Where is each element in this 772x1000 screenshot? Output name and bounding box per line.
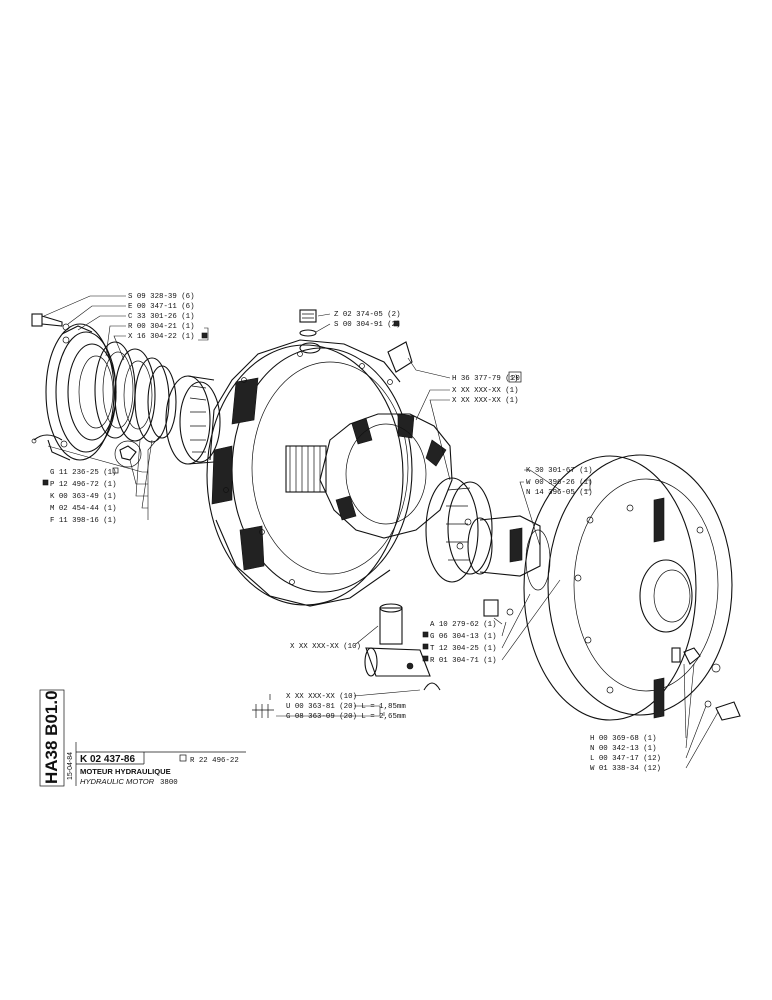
main-housing: [206, 339, 413, 607]
right-end-cover: [523, 454, 733, 721]
snap-ring-detail: [114, 440, 142, 468]
top-plug: [299, 309, 317, 337]
part-label: R 00 304-21 (1): [128, 323, 195, 331]
part-label: X XX XXX-XX (1): [452, 387, 519, 395]
part-label: G 08 363-09 (20) L = 2,65mm: [286, 713, 406, 721]
part-label: H 00 369-68 (1): [590, 735, 657, 743]
replacement-marker: [422, 655, 429, 662]
title-english: HYDRAULIC MOTOR: [80, 777, 155, 786]
cover-fittings: [671, 647, 721, 673]
left-end-cover: [45, 323, 117, 461]
part-label: X XX XXX-XX (1): [452, 397, 519, 405]
part-label: F 11 398-16 (1): [50, 517, 117, 525]
part-label: R 01 304-71 (1): [430, 657, 497, 665]
part-label: Z 02 374-05 (2): [334, 311, 401, 319]
drawing-number: K 02 437-86: [80, 754, 135, 765]
part-label: W 00 396-26 (1): [526, 479, 593, 487]
cam-rotor: [319, 413, 453, 539]
part-label: A 10 279-62 (1): [430, 621, 497, 629]
title-block: HA38 B01.0 15-04-84 K 02 437-86 R 22 496…: [39, 689, 246, 787]
replacement-marker: [42, 479, 49, 486]
part-label: T 12 304-25 (1): [430, 645, 497, 653]
part-label: X XX XXX-XX (10): [286, 693, 357, 701]
replacement-marker: [422, 631, 429, 638]
circlip: [31, 434, 63, 444]
retaining-screw: [31, 313, 63, 327]
side-code-frame: [39, 689, 65, 787]
part-label: S 09 328-39 (6): [128, 293, 195, 301]
side-code: HA38 B01.0: [42, 690, 61, 784]
open-marker: [179, 754, 187, 762]
part-label: C 33 301-26 (1): [128, 313, 195, 321]
retaining-clip: [387, 341, 413, 373]
title-french: MOTEUR HYDRAULIQUE: [80, 767, 171, 776]
part-label: N 00 342-13 (1): [590, 745, 657, 753]
leader-lines: [43, 295, 719, 769]
part-label: K 00 363-49 (1): [50, 493, 117, 501]
part-label: E 00 347-11 (6): [128, 303, 195, 311]
label-group-right-mid: H 36 377-79 (1) 20 X XX XXX-XX (1) X XX …: [452, 371, 522, 405]
model-number: 3800: [160, 779, 178, 787]
part-label: S 00 304-91 (2): [334, 321, 401, 329]
drive-hub: [456, 515, 541, 577]
badge-number: 20: [511, 375, 520, 383]
part-label: K 30 301-67 (1): [526, 467, 593, 475]
piston-valve: [364, 603, 441, 691]
part-label: X 16 304-22 (1): [128, 333, 195, 341]
replacement-marker: [422, 643, 429, 650]
part-label: N 14 396-05 (1): [526, 489, 593, 497]
tapered-roller-bearing-right: [425, 477, 493, 583]
part-label: M 02 454-44 (1): [50, 505, 117, 513]
label-group-right-upper: K 30 301-67 (1) W 00 396-26 (1) N 14 396…: [526, 467, 593, 497]
cover-bolt: [704, 700, 741, 721]
seal-rings-left: [94, 341, 177, 443]
check-valve: [483, 599, 514, 617]
replacement-marker: [393, 320, 400, 327]
part-label: G 11 236-25 (1): [50, 469, 117, 477]
part-label: U 00 363-81 (20) L = 1,85mm: [286, 703, 406, 711]
label-group-left-lower: G 11 236-25 (1) P 12 496-72 (1) K 00 363…: [42, 467, 119, 525]
part-label: L 00 347-17 (12): [590, 755, 661, 763]
part-label: X XX XXX-XX (10): [290, 643, 361, 651]
label-group-top-center: Z 02 374-05 (2) S 00 304-91 (2): [334, 311, 401, 329]
reference-number: R 22 496-22: [190, 757, 239, 765]
badge-box: [508, 371, 522, 383]
label-group-center-lower: A 10 279-62 (1) G 06 304-13 (1) T 12 304…: [422, 621, 497, 665]
open-marker: [112, 467, 119, 474]
part-label: W 01 338-34 (12): [590, 765, 661, 773]
shim-symbol: [252, 694, 274, 718]
washer: [62, 323, 70, 331]
drawing-date: 15-04-84: [67, 752, 74, 780]
label-group-top-left: S 09 328-39 (6) E 00 347-11 (6) C 33 301…: [128, 293, 208, 341]
part-label: G 06 304-13 (1): [430, 633, 497, 641]
tapered-roller-bearing-left: [165, 375, 221, 465]
part-label: H 36 377-79 (1): [452, 375, 519, 383]
replacement-marker: [201, 332, 208, 339]
part-label: P 12 496-72 (1): [50, 481, 117, 489]
label-group-bottom-right: H 00 369-68 (1) N 00 342-13 (1) L 00 347…: [590, 735, 661, 773]
spline-shaft: [285, 445, 327, 493]
label-group-bottom-center: X XX XXX-XX (10) U 00 363-81 (20) L = 1,…: [286, 693, 406, 721]
